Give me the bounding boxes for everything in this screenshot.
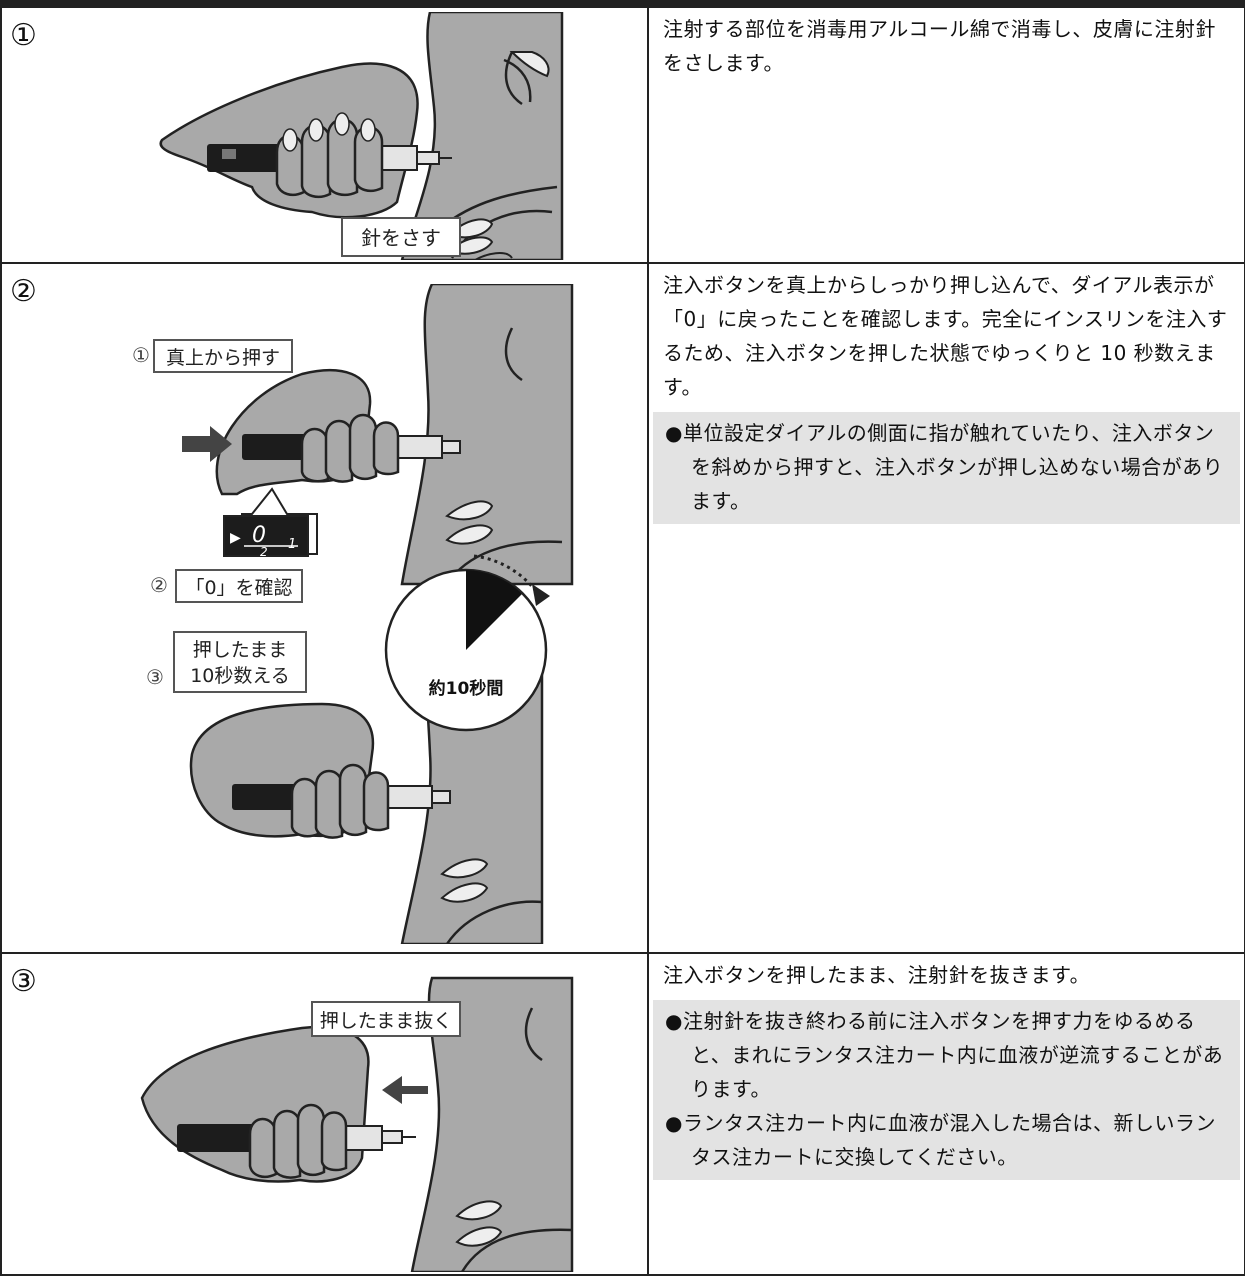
dial-below: 2 (260, 545, 268, 559)
step-3-illustration-cell: ③ 押した (0, 952, 649, 1276)
step-row-1: ① (0, 6, 1245, 264)
step-row-3: ③ 押した (0, 952, 1245, 1276)
step-1-text-cell: 注射する部位を消毒用アルコール綿で消毒し、皮膚に注射針をさします。 (647, 6, 1245, 264)
step-number: ③ (10, 964, 37, 999)
step-number: ② (10, 274, 37, 309)
step-2-illustration-cell: ② ① 真上 (0, 262, 649, 954)
sub-step-2-label: 「0」を確認 (185, 577, 292, 599)
insert-label: 針をさす (361, 226, 441, 250)
step-1-illustration: 針をさす (159, 12, 564, 260)
dial-zero: 0 (252, 523, 266, 548)
sub-step-2-number: ② (150, 573, 168, 597)
step-2-description: 注入ボタンを真上からしっかり押し込んで、ダイアル表示が「0」に戻ったことを確認し… (663, 273, 1228, 399)
sub-step-1-label: 真上から押す (166, 347, 280, 369)
sub-step-3-label-line2: 10秒数える (190, 665, 290, 687)
step-1-description: 注射する部位を消毒用アルコール綿で消毒し、皮膚に注射針をさします。 (663, 17, 1216, 75)
step-1-illustration-cell: ① (0, 6, 649, 264)
top-border (0, 0, 1245, 6)
step-3-text-cell: 注入ボタンを押したまま、注射針を抜きます。 ●注射針を抜き終わる前に注入ボタンを… (647, 952, 1245, 1276)
step-row-2: ② ① 真上 (0, 262, 1245, 954)
dial-next: 1 (288, 537, 296, 552)
step-number: ① (10, 18, 37, 53)
sub-step-3-number: ③ (146, 665, 164, 689)
step-3-description: 注入ボタンを押したまま、注射針を抜きます。 (663, 963, 1091, 987)
dial-marker: ▶ (230, 530, 241, 546)
step-2-text-cell: 注入ボタンを真上からしっかり押し込んで、ダイアル表示が「0」に戻ったことを確認し… (647, 262, 1245, 954)
step-2-illustration: ① 真上から押す ▶ 0 1 2 ② 「0」を確認 (132, 284, 574, 944)
step-3-note-1: ●注射針を抜き終わる前に注入ボタンを押す力をゆるめると、まれにランタス注カート内… (665, 1009, 1224, 1101)
sub-step-3-label-line1: 押したまま (193, 639, 287, 661)
step-3-illustration: 押したまま抜く (140, 976, 574, 1272)
step-3-note-2: ●ランタス注カート内に血液が混入した場合は、新しいランタス注カートに交換してくだ… (665, 1111, 1216, 1169)
pull-label: 押したまま抜く (320, 1010, 452, 1032)
timer-label: 約10秒間 (429, 678, 504, 699)
step-3-note-box: ●注射針を抜き終わる前に注入ボタンを押す力をゆるめると、まれにランタス注カート内… (653, 1000, 1240, 1180)
step-2-note: ●単位設定ダイアルの側面に指が触れていたり、注入ボタンを斜めから押すと、注入ボタ… (665, 421, 1224, 513)
step-2-note-box: ●単位設定ダイアルの側面に指が触れていたり、注入ボタンを斜めから押すと、注入ボタ… (653, 412, 1240, 524)
instruction-table: ① (0, 6, 1245, 1276)
sub-step-1-number: ① (132, 343, 150, 367)
